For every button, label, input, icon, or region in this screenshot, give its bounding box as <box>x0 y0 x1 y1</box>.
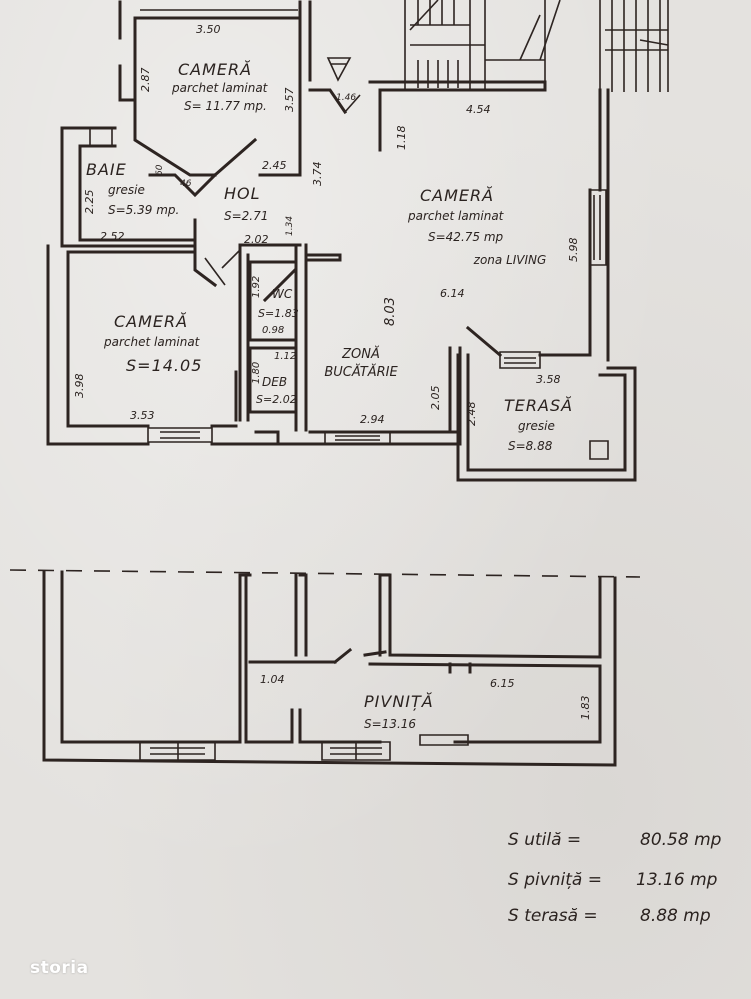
room-area-camera-top: S= 11.77 mp. <box>184 99 267 113</box>
room-area-camera-left: S=14.05 <box>126 356 203 375</box>
dimension-label: 2.87 <box>139 67 152 93</box>
room-name-hol: HOL <box>224 184 261 203</box>
room-area-terasa: S=8.88 <box>508 439 553 453</box>
walls-terrace <box>456 351 637 482</box>
dimension-label: 3.74 <box>311 161 324 187</box>
room-floor-camera-left: parchet laminat <box>104 335 200 349</box>
room-area-wc: S=1.83 <box>258 307 299 320</box>
room-floor-baie: gresie <box>108 183 145 197</box>
dimension-label: 2.45 <box>262 159 287 172</box>
room-name-deb: DEB <box>262 375 288 389</box>
dimension-label: 0.98 <box>262 325 285 336</box>
dimension-label: 6.15 <box>490 677 515 690</box>
dimension-label: 60 <box>155 164 165 176</box>
room-name-wc: WC <box>272 287 293 301</box>
stairs <box>404 0 669 92</box>
dimension-label: 2.52 <box>100 230 125 243</box>
dimension-label: 3.50 <box>196 23 221 36</box>
room-name-camera-large: CAMERĂ <box>420 186 495 205</box>
dimension-label: 2.48 <box>465 401 478 427</box>
room-name-camera-left: CAMERĂ <box>114 312 189 331</box>
dimension-label: 5.98 <box>567 237 580 263</box>
dimension-label: 2.94 <box>360 413 385 426</box>
room-floor-camera-top: parchet laminat <box>172 81 268 95</box>
door-swings <box>204 57 361 286</box>
dimension-label: 3.53 <box>130 409 155 422</box>
summary-value-utila: 80.58 mp <box>640 830 722 850</box>
room-floor-terasa: gresie <box>518 419 555 433</box>
dimension-label: 1.46 <box>336 93 357 103</box>
dimension-label: 3.57 <box>283 87 296 113</box>
dimension-label: 2.25 <box>83 189 96 215</box>
dimension-label: 1.80 <box>251 361 262 384</box>
room-name-camera-top: CAMERĂ <box>178 60 253 79</box>
dimension-label: 46 <box>180 179 192 189</box>
room-area-camera-large: S=42.75 mp <box>428 230 504 244</box>
walls-bath <box>60 126 218 248</box>
walls-bedroom-left <box>46 244 302 446</box>
room-area-deb: S=2.02 <box>256 393 297 406</box>
summary-label-terasa: S terasă = <box>508 906 598 926</box>
room-name-pivnita: PIVNIȚĂ <box>364 692 434 711</box>
summary-value-pivnita: 13.16 mp <box>636 870 718 890</box>
dimension-label: 1.18 <box>395 125 408 151</box>
dimension-label: 2.02 <box>244 233 269 246</box>
dimension-label: 2.05 <box>429 385 442 411</box>
dimension-label: 3.58 <box>536 373 561 386</box>
storia-logo: storia <box>30 958 89 978</box>
room-floor-camera-large: parchet laminat <box>408 209 504 223</box>
dimension-label: 4.54 <box>466 103 491 116</box>
dimension-label: 6.14 <box>440 287 465 300</box>
walls-hall <box>193 218 342 432</box>
room-zone-living: zona LIVING <box>473 253 547 267</box>
room-area-pivnita: S=13.16 <box>364 717 417 731</box>
dimension-label: 1.04 <box>260 673 285 686</box>
dimension-label: 3.98 <box>73 373 86 399</box>
dimension-label: 1.12 <box>274 351 297 362</box>
room-name-bucatarie: ZONĂ BUCĂTĂRIE <box>324 347 398 380</box>
dimension-label: 8.03 <box>383 297 398 326</box>
room-name-baie: BAIE <box>86 160 127 179</box>
dimension-label: 1.92 <box>251 275 262 298</box>
walls-living <box>298 80 610 446</box>
summary-label-utila: S utilă = <box>508 830 582 850</box>
walls-bedroom-top <box>118 0 312 178</box>
room-name-terasa: TERASĂ <box>504 396 574 415</box>
room-area-baie: S=5.39 mp. <box>108 203 180 217</box>
dimension-label: 1.34 <box>285 215 295 236</box>
room-area-hol: S=2.71 <box>224 209 269 223</box>
summary-label-pivnita: S pivniță = <box>508 870 602 890</box>
walls-basement <box>9 569 641 767</box>
summary-value-terasa: 8.88 mp <box>640 906 711 926</box>
dimension-label: 1.83 <box>579 695 592 721</box>
